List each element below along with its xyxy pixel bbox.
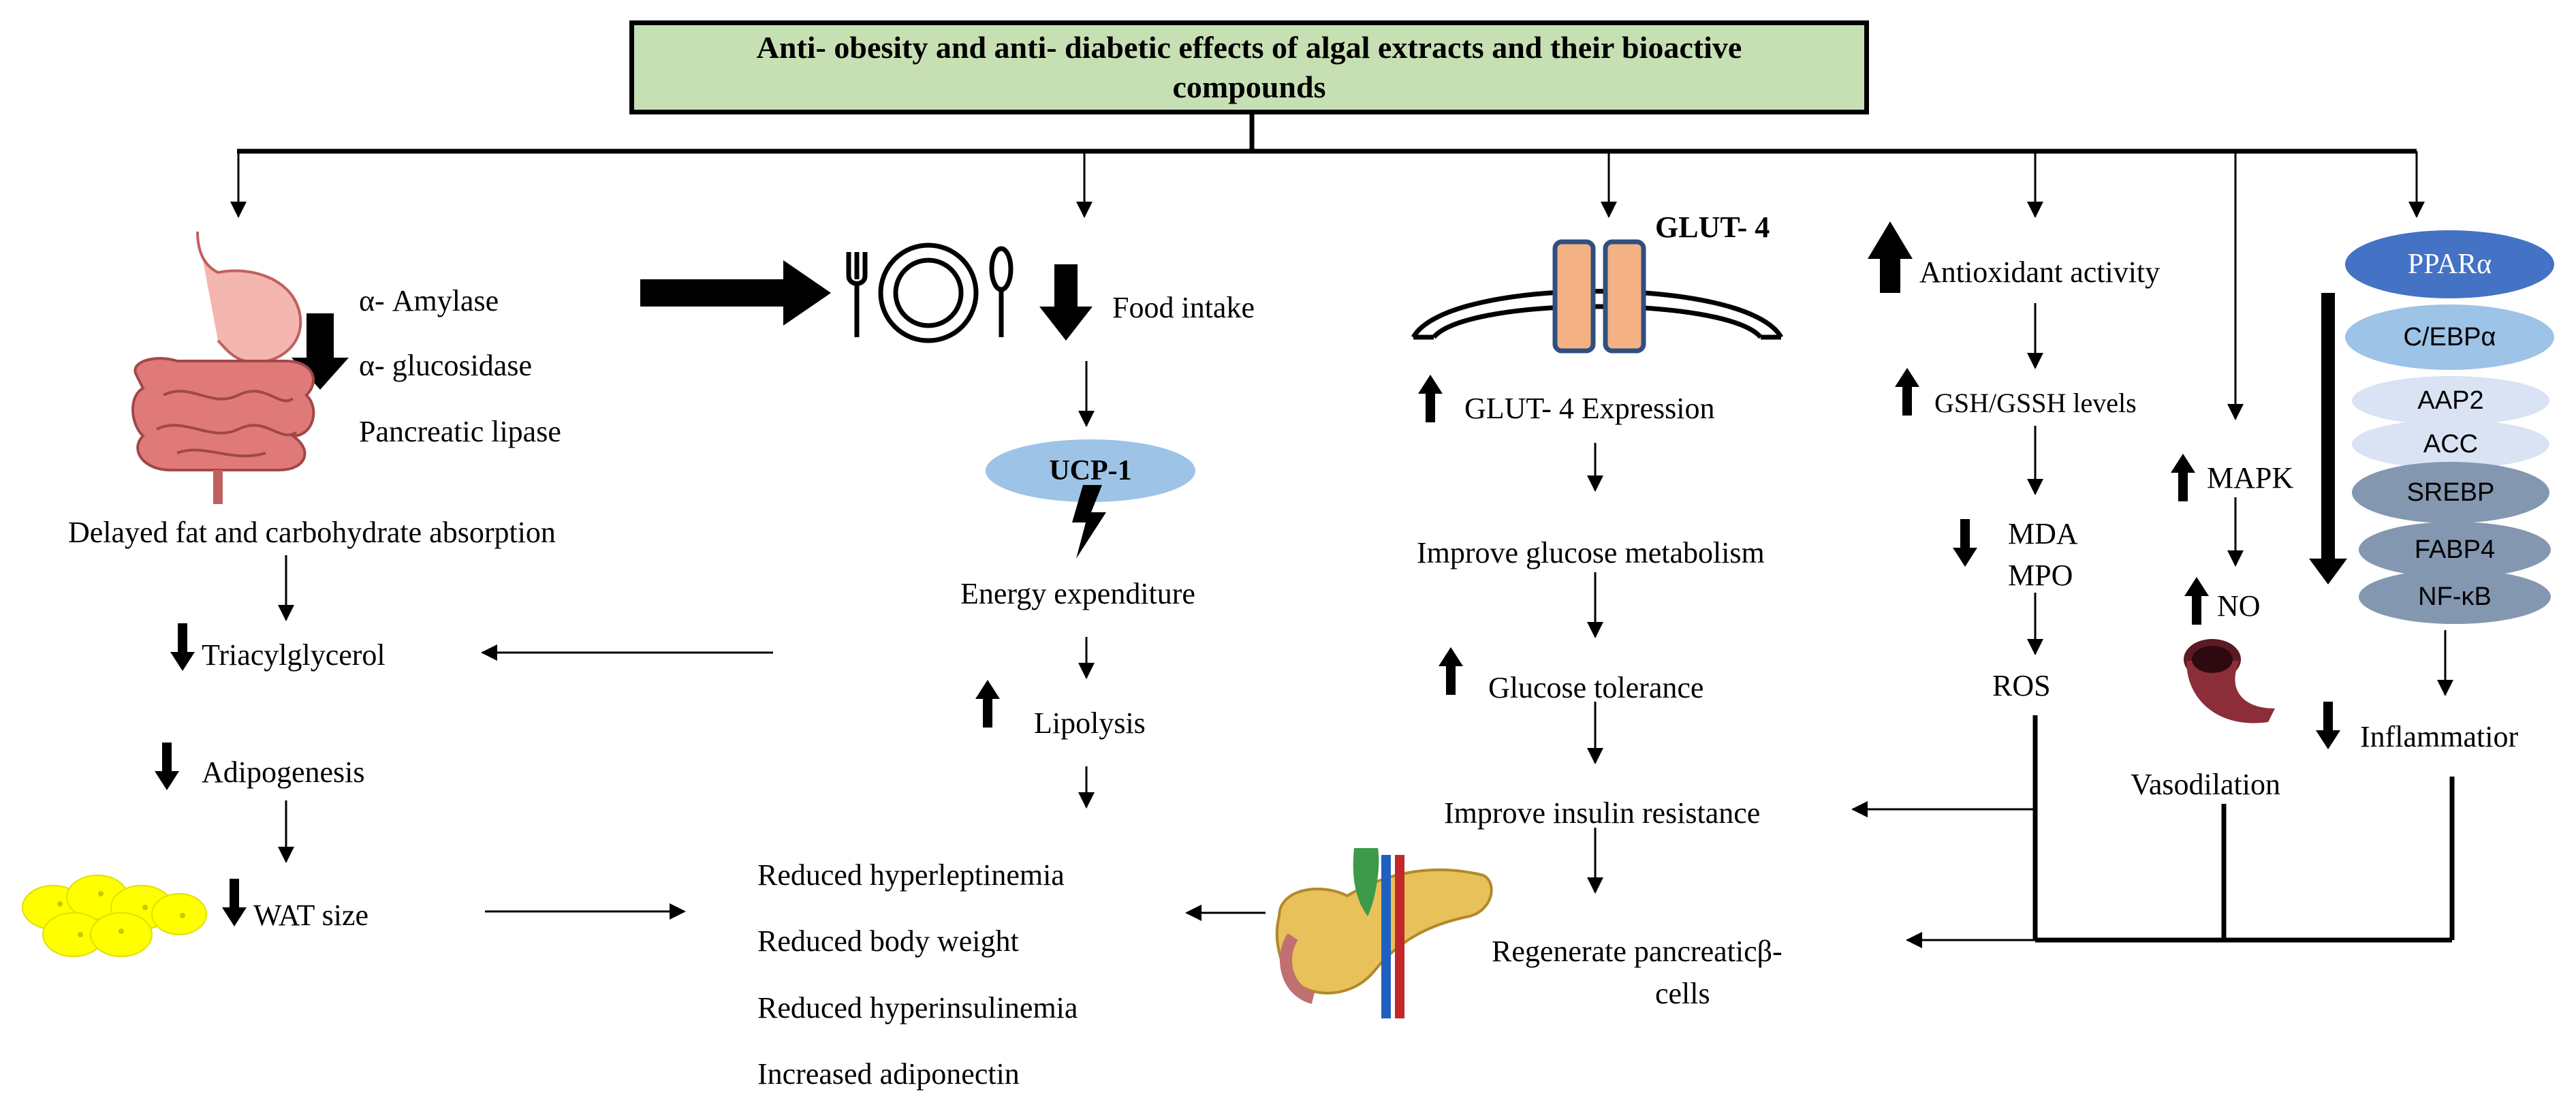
regenerate-beta-cells-line1: Regenerate pancreaticβ- — [1492, 935, 1782, 968]
vasodilation-label: Vasodilation — [2131, 768, 2280, 801]
pancreatic-lipase-label: Pancreatic lipase — [359, 415, 561, 448]
wat-size-down-arrow — [222, 879, 247, 926]
inflammation-down-arrow — [2316, 702, 2340, 749]
srebp-oval: SREBP — [2352, 462, 2549, 523]
aap2-oval: AAP2 — [2352, 376, 2549, 425]
fat-cells-icon — [22, 875, 207, 957]
no-label: NO — [2217, 589, 2261, 623]
insulin-resistance-label: Improve insulin resistance — [1444, 796, 1761, 830]
outcome-body-weight: Reduced body weight — [757, 924, 1019, 958]
regenerate-beta-cells-line2: cells — [1655, 977, 1710, 1010]
outcome-hyperleptinemia: Reduced hyperleptinemia — [757, 858, 1065, 892]
alpha-amylase-label: α- Amylase — [359, 284, 499, 317]
cebp-alpha-oval: C/EBPα — [2345, 304, 2554, 370]
adipogenesis-down-arrow — [155, 743, 179, 790]
glucose-tolerance-label: Glucose tolerance — [1488, 671, 1704, 704]
mda-down-arrow — [1953, 519, 1977, 567]
diagram-title: Anti- obesity and anti- diabetic effects… — [756, 30, 1742, 104]
lightning-icon — [1072, 485, 1106, 559]
glut4-membrane-icon — [1411, 239, 1784, 354]
mda-label: MDA — [2008, 517, 2078, 550]
glucose-metabolism-label: Improve glucose metabolism — [1417, 536, 1765, 569]
ucp1-oval: UCP-1 — [986, 439, 1195, 502]
glucose-tolerance-up-arrow — [1439, 647, 1463, 695]
nfkb-oval: NF-κB — [2359, 569, 2551, 624]
triacylglycerol-down-arrow — [170, 623, 195, 671]
mapk-up-arrow — [2171, 454, 2195, 501]
inflammation-label: Inflammatior — [2360, 720, 2519, 753]
wat-size-label: WAT size — [253, 899, 369, 932]
mpo-label: MPO — [2008, 559, 2073, 592]
plate-cutlery-icon — [846, 243, 1014, 343]
antioxidant-activity-label: Antioxidant activity — [1919, 255, 2161, 289]
title-box: Anti- obesity and anti- diabetic effects… — [629, 20, 1869, 114]
delayed-absorption-label: Delayed fat and carbohydrate absorption — [68, 516, 556, 549]
digestive-system-icon — [131, 231, 315, 504]
lipolysis-up-arrow — [975, 680, 1000, 728]
ros-label: ROS — [1992, 669, 2051, 702]
alpha-glucosidase-label: α- glucosidase — [359, 349, 532, 382]
gsh-levels-up-arrow — [1895, 368, 1919, 416]
outcome-hyperinsulinemia: Reduced hyperinsulinemia — [757, 991, 1078, 1025]
energy-expenditure-label: Energy expenditure — [960, 577, 1195, 610]
acc-oval: ACC — [2352, 420, 2549, 469]
triacylglycerol-label: Triacylglycerol — [202, 638, 386, 672]
fabp4-oval: FABP4 — [2359, 522, 2551, 578]
glut4-expression-label: GLUT- 4 Expression — [1464, 392, 1715, 425]
ppar-alpha-oval: PPARα — [2345, 230, 2554, 298]
no-up-arrow — [2184, 577, 2209, 625]
adipogenesis-label: Adipogenesis — [202, 755, 365, 789]
lipolysis-label: Lipolysis — [1034, 706, 1146, 740]
pancreas-icon — [1275, 848, 1493, 1018]
mapk-label: MAPK — [2207, 461, 2294, 495]
outcome-adiponectin: Increased adiponectin — [757, 1057, 1020, 1091]
glut4-expression-up-arrow — [1418, 375, 1443, 422]
gsh-levels-label: GSH/GSSH levels — [1934, 388, 2137, 418]
blood-vessel-icon — [2184, 639, 2275, 723]
food-intake-label: Food intake — [1112, 291, 1255, 324]
glut4-label: GLUT- 4 — [1655, 210, 1770, 244]
